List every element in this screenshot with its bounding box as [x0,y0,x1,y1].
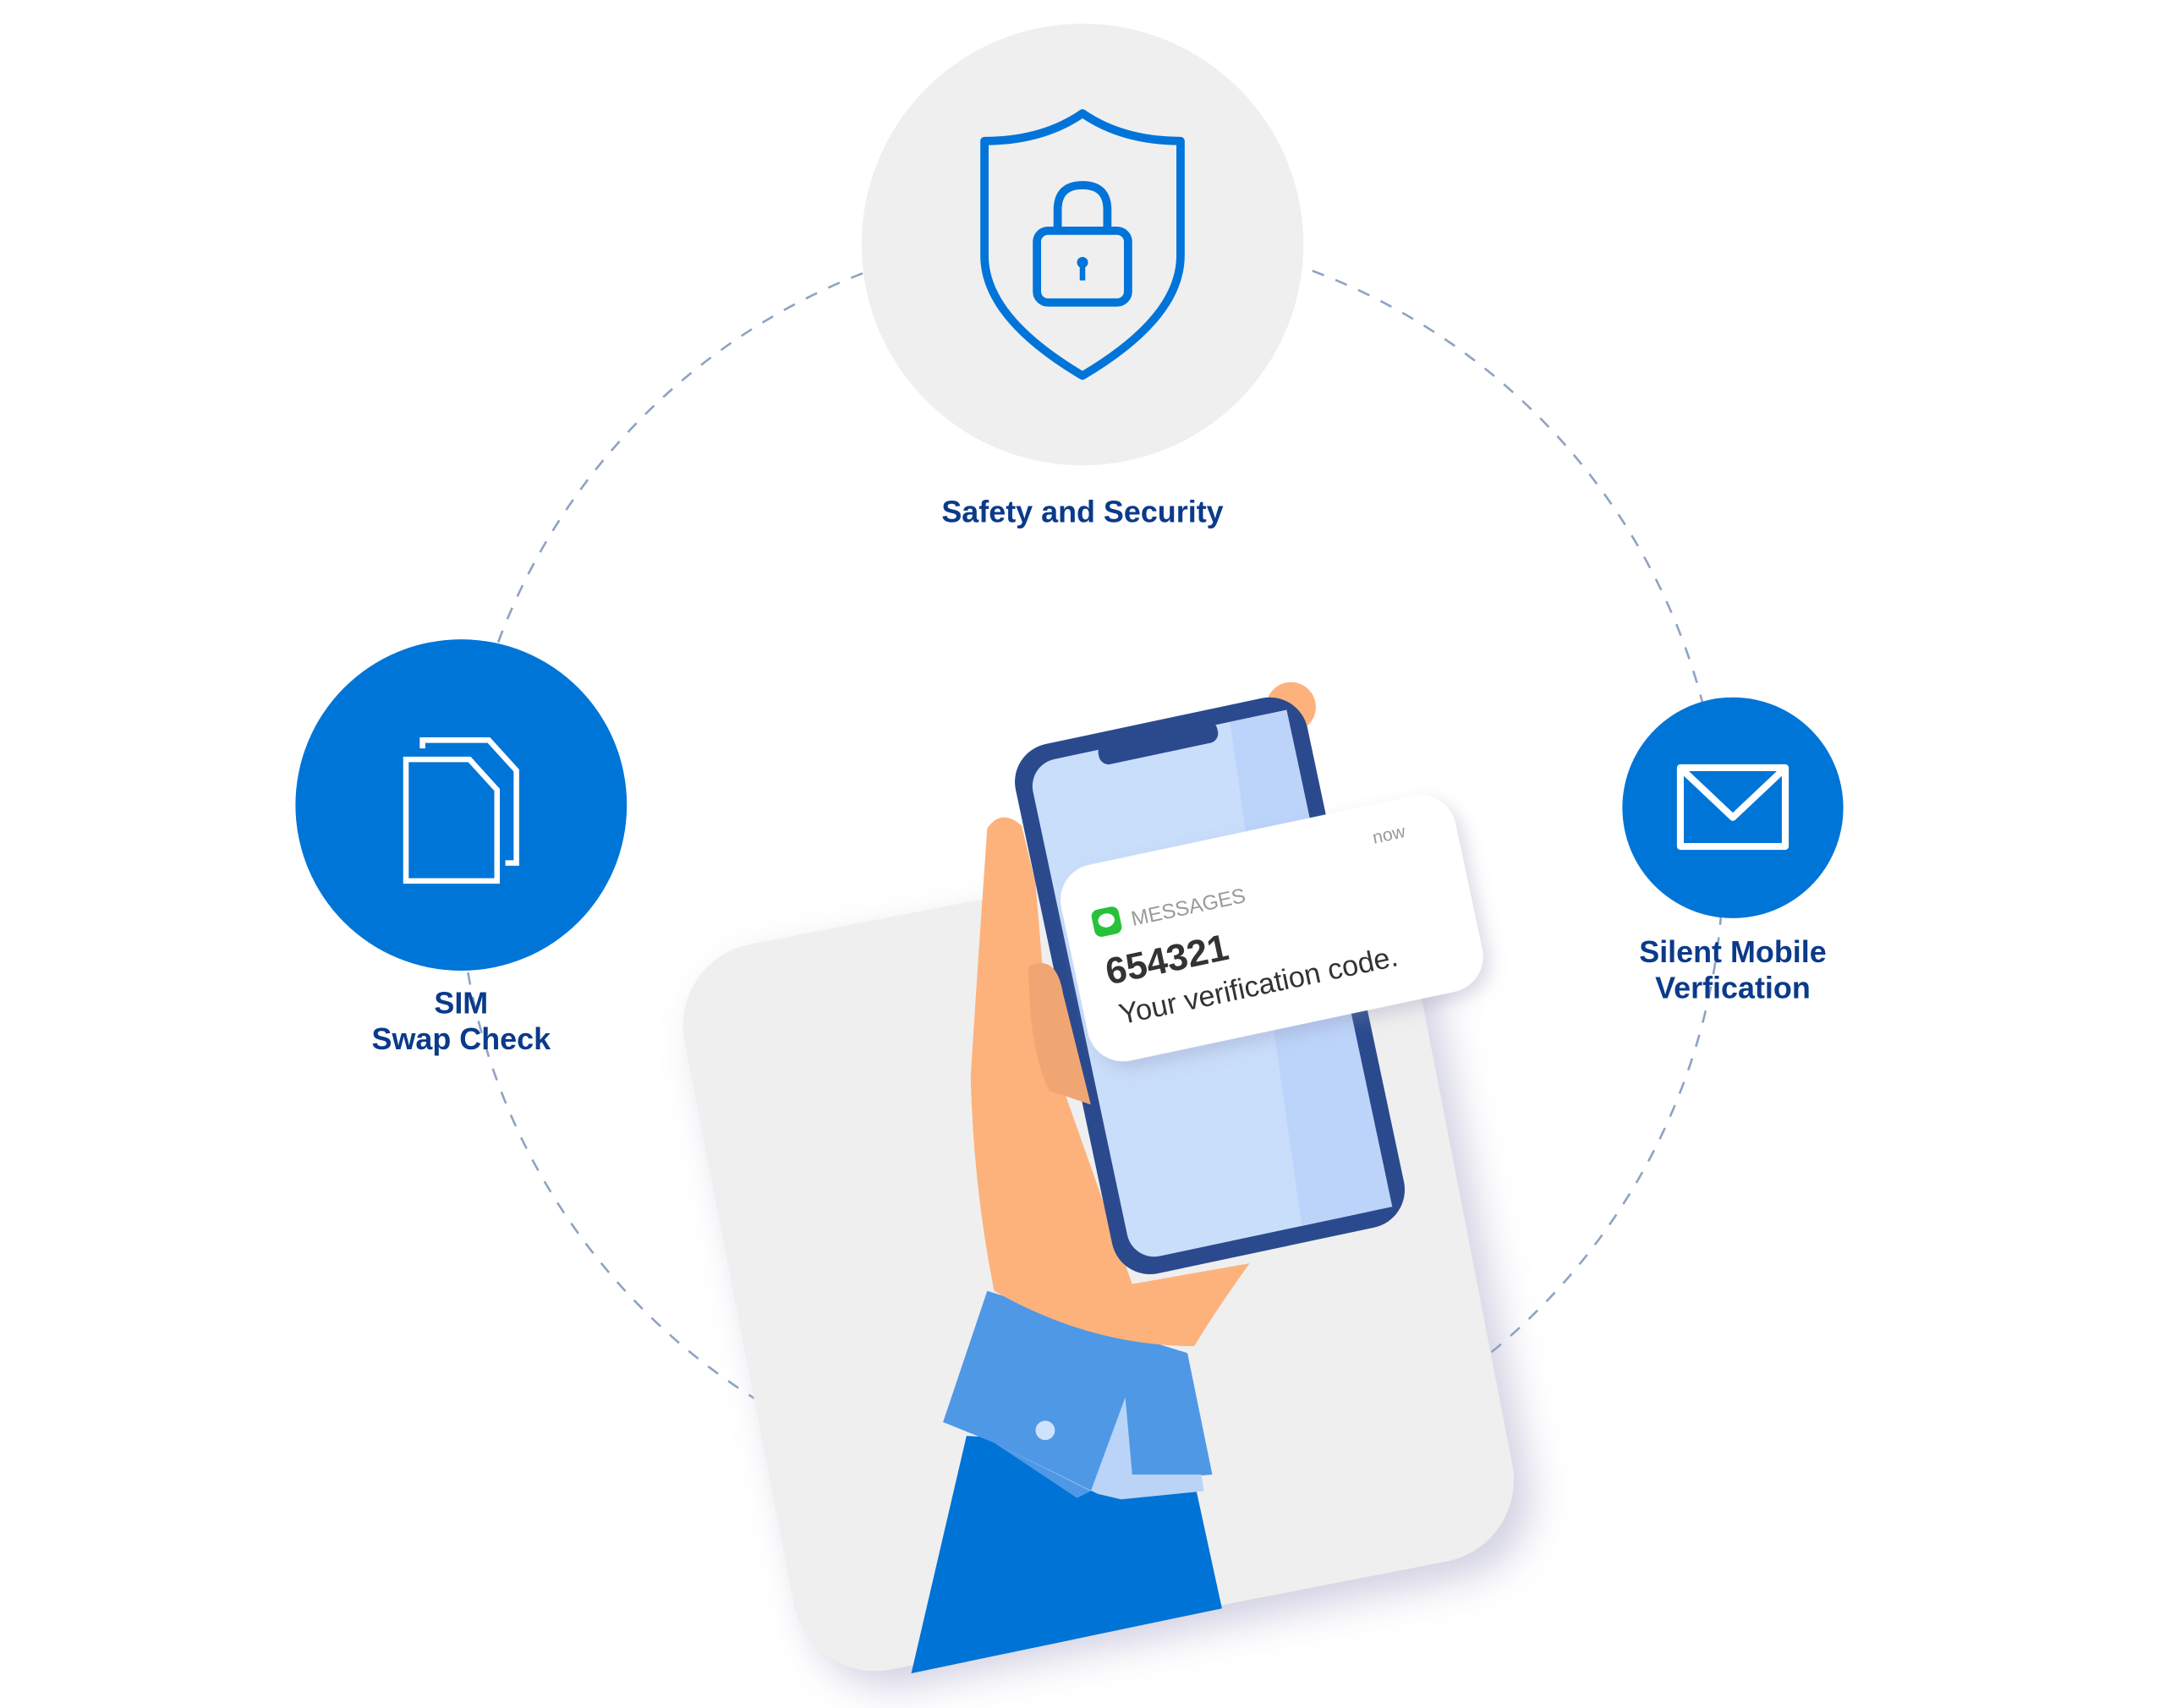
phone-notch [1098,720,1219,765]
notification-card[interactable]: MESSAGES now 654321 Your verification co… [1054,788,1490,1068]
envelope-icon [1676,764,1790,851]
feature-label-sim-1: SIM [434,986,488,1021]
documents-icon [403,737,519,884]
cuff-button [1035,1421,1055,1441]
feature-silent-mobile: Silent Mobile Verfication [1622,697,1844,1005]
feature-safety-security: Safety and Security [861,23,1304,528]
shield-lock-icon [980,109,1185,380]
feature-label-sim-2: Swap Check [372,1021,551,1056]
feature-label-safety: Safety and Security [941,494,1223,528]
feature-label-silent-2: Verfication [1655,971,1811,1005]
feature-label-silent-1: Silent Mobile [1639,934,1826,969]
hand [970,817,1250,1347]
feature-sim-swap: SIM Swap Check [295,639,628,1056]
